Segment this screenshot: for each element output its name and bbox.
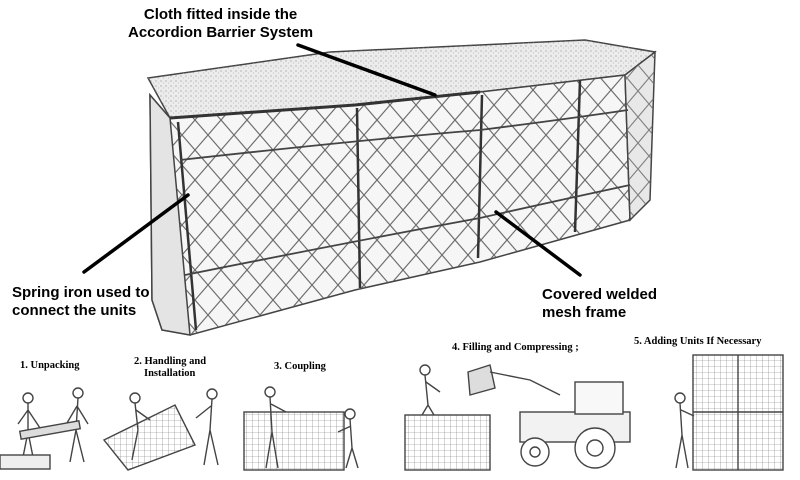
cloth-callout: Cloth fitted inside the Accordion Barrie…: [128, 6, 313, 42]
step2-label-line1: 2. Handling and: [134, 356, 207, 367]
cloth-callout-line2: Accordion Barrier System: [128, 24, 314, 41]
spring-callout-line1: Spring iron used to: [12, 284, 150, 301]
spring-callout-line2: connect the units: [12, 302, 137, 319]
step3-label-line1: 3. Coupling: [274, 361, 326, 372]
step2-label: 2. Handling and Installation: [134, 356, 206, 380]
step2-figures: [102, 388, 219, 471]
step5-label: 5. Adding Units If Necessary: [634, 336, 761, 348]
step5-label-line1: 5. Adding Units If Necessary: [634, 336, 762, 347]
installation-steps: [0, 354, 784, 471]
cloth-callout-line1: Cloth fitted inside the: [143, 6, 298, 23]
barrier-illustration: [146, 39, 657, 336]
step2-label-line2: Installation: [144, 368, 196, 379]
spring-callout: Spring iron used to connect the units: [12, 284, 150, 320]
leader-cloth: [296, 43, 437, 97]
step3-label: 3. Coupling: [274, 361, 326, 373]
step4-figures: [404, 364, 631, 471]
step1-figures: [0, 387, 89, 470]
mesh-callout-line2: mesh frame: [542, 304, 627, 321]
step5-figures: [674, 354, 784, 471]
step4-label: 4. Filling and Compressing ;: [452, 342, 579, 354]
step3-figures: [243, 386, 359, 471]
leader-spring: [82, 193, 190, 274]
mesh-callout: Covered welded mesh frame: [542, 286, 657, 322]
step1-label: 1. Unpacking: [20, 360, 80, 372]
step1-label-line1: 1. Unpacking: [20, 360, 80, 371]
step4-label-line1: 4. Filling and Compressing ;: [452, 342, 579, 353]
leader-mesh: [494, 210, 582, 277]
mesh-callout-line1: Covered welded: [542, 286, 658, 303]
leader-lines: [82, 43, 582, 277]
